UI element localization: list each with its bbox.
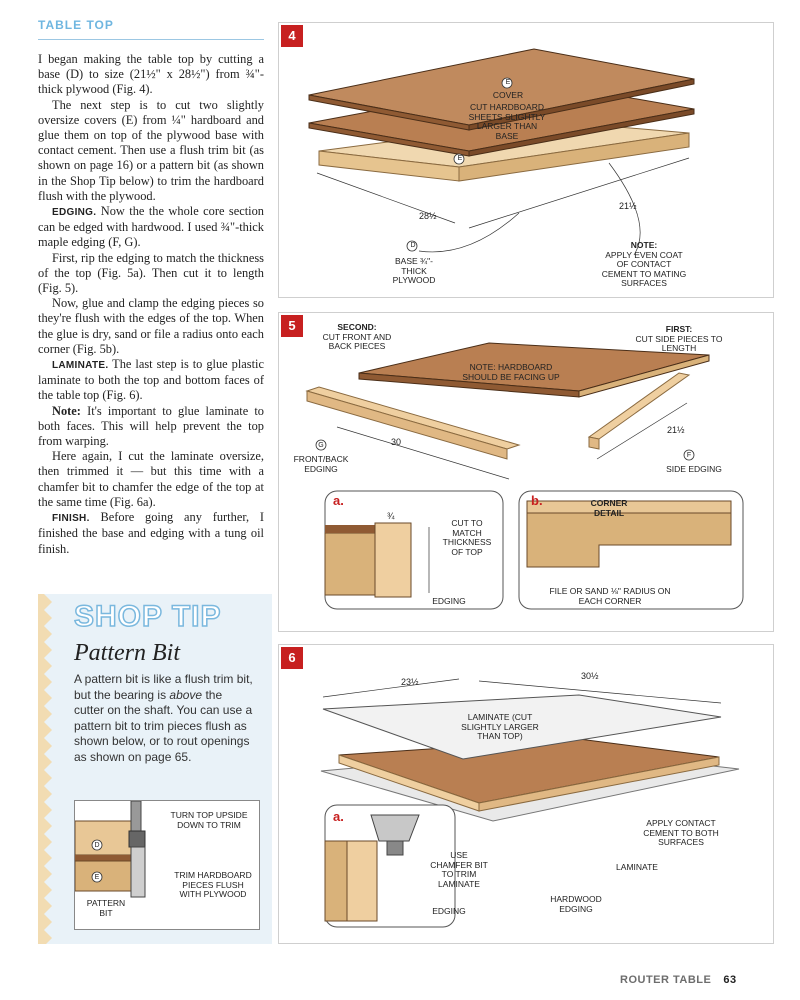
section-title: TABLE TOP xyxy=(38,18,114,32)
second-step: SECOND: CUT FRONT AND BACK PIECES xyxy=(317,322,397,352)
part-letter: E xyxy=(505,79,511,86)
turn-top-note: TURN TOP UPSIDE DOWN TO TRIM xyxy=(170,810,248,830)
step-text: CUT FRONT AND BACK PIECES xyxy=(322,331,392,351)
shop-tip-text: A pattern bit is like a flush trim bit, … xyxy=(74,672,254,765)
figure-5-illustration xyxy=(305,342,744,610)
step-text: CUT SIDE PIECES TO LENGTH xyxy=(635,333,723,353)
corner-detail-head: CORNER DETAIL xyxy=(590,498,628,518)
detail-tag: a. xyxy=(333,493,344,508)
detail-tag: a. xyxy=(333,809,344,824)
part-letter: E xyxy=(457,155,463,162)
part-letter: D xyxy=(410,242,416,249)
note-head: NOTE: xyxy=(630,240,658,250)
section-rule xyxy=(38,39,264,40)
tip-text-emphasis: above xyxy=(169,687,203,702)
tip-zigzag-border xyxy=(38,594,52,944)
cover-note: CUT HARDBOARD SHEETS SLIGHTLY LARGER THA… xyxy=(468,102,546,141)
dimension-length: 30½ xyxy=(581,671,599,681)
figure-6-panel: 6 23½ 30½ LAMINATE (CUT SLIGHTLY LARGER … xyxy=(278,644,774,944)
part-letter: D xyxy=(94,842,100,849)
paragraph: The next step is to cut two slightly ove… xyxy=(38,97,264,203)
article-body: I began making the table top by cutting … xyxy=(38,52,264,557)
tip-text-part: A pattern bit is like a flush trim bit, … xyxy=(74,672,253,702)
figure-4-panel: 4 E COVER CUT HARDBOARD SHEETS SLIGHTLY … xyxy=(278,22,774,298)
figure-6-illustration xyxy=(320,678,740,928)
paragraph-text: Before going any further, I finished the… xyxy=(38,510,264,556)
shop-tip-illustration: D E TURN TOP UPSIDE DOWN TO TRIM TRIM HA… xyxy=(74,800,260,930)
figure-number: 6 xyxy=(281,647,303,669)
fig4-note: NOTE: APPLY EVEN COAT OF CONTACT CEMENT … xyxy=(599,240,689,289)
paragraph: FINISH. Before going any further, I fini… xyxy=(38,510,264,557)
note-head: Note: xyxy=(52,403,81,418)
shop-tip-title: SHOP TIP xyxy=(73,599,222,634)
front-back-label: FRONT/BACK EDGING xyxy=(293,454,349,474)
footer-section: ROUTER TABLE xyxy=(620,974,712,986)
part-letter: G xyxy=(318,442,324,449)
base-label: BASE ¾"-THICK PLYWOOD xyxy=(392,256,436,285)
tip-text-part: the cutter on the shaft. You can use a p… xyxy=(74,687,253,764)
detail-tag: b. xyxy=(531,493,543,508)
page-number: 63 xyxy=(723,974,737,986)
paragraph: LAMINATE. The last step is to glue plast… xyxy=(38,357,264,404)
side-edging-label: SIDE EDGING xyxy=(666,464,722,474)
edging-label: EDGING xyxy=(432,596,466,606)
figure-5-panel: 5 SECOND: CUT FRONT AND BACK PIECES NOTE… xyxy=(278,312,774,632)
hardwood-label: HARDWOOD EDGING xyxy=(550,894,602,914)
figure-number: 5 xyxy=(281,315,303,337)
figure-number: 4 xyxy=(281,25,303,47)
paragraph: Here again, I cut the laminate oversize,… xyxy=(38,449,264,509)
paragraph: Now, glue and clamp the edging pieces so… xyxy=(38,296,264,356)
dimension-thickness: ¾ xyxy=(387,511,395,521)
trim-note: TRIM HARDBOARD PIECES FLUSH WITH PLYWOOD xyxy=(174,870,252,899)
part-letter: E xyxy=(94,874,100,881)
dimension-width: 21½ xyxy=(619,201,637,211)
dimension-length: 30 xyxy=(391,437,402,447)
shop-tip-subtitle: Pattern Bit xyxy=(74,640,180,666)
paragraph: First, rip the edging to match the thick… xyxy=(38,250,264,296)
edging-label: EDGING xyxy=(432,906,466,916)
run-in-head: FINISH. xyxy=(52,513,90,525)
dimension-width: 21½ xyxy=(667,425,685,435)
dimension-length: 28½ xyxy=(419,211,437,221)
paragraph-text: It's important to glue laminate to both … xyxy=(38,403,264,449)
paragraph: I began making the table top by cutting … xyxy=(38,52,264,97)
pattern-bit-drawing xyxy=(75,801,146,898)
cut-note: CUT TO MATCH THICKNESS OF TOP xyxy=(442,518,492,557)
paragraph: EDGING. Now the the whole core section c… xyxy=(38,204,264,251)
figure-4-illustration xyxy=(308,48,695,256)
step-head: FIRST: xyxy=(665,324,693,334)
part-letter: F xyxy=(686,452,692,459)
paragraph: Note: It's important to glue laminate to… xyxy=(38,404,264,450)
paragraph-text: Now the the whole core section can be ed… xyxy=(38,204,264,250)
note-text: APPLY EVEN COAT OF CONTACT CEMENT TO MAT… xyxy=(601,249,687,288)
chamfer-note: USE CHAMFER BIT TO TRIM LAMINATE xyxy=(430,850,488,889)
paragraph-text: The last step is to glue plastic laminat… xyxy=(38,357,264,403)
run-in-head: LAMINATE. xyxy=(52,360,109,372)
cover-label: COVER xyxy=(492,90,524,100)
run-in-head: EDGING. xyxy=(52,207,97,219)
step-head: SECOND: xyxy=(337,322,377,332)
pattern-bit-label: PATTERN BIT xyxy=(86,898,126,918)
contact-note: APPLY CONTACT CEMENT TO BOTH SURFACES xyxy=(643,818,719,847)
dimension-width: 23½ xyxy=(401,677,419,687)
page-footer: ROUTER TABLE 63 xyxy=(620,974,737,986)
first-step: FIRST: CUT SIDE PIECES TO LENGTH xyxy=(629,324,729,354)
laminate-label-2: LAMINATE xyxy=(616,862,658,872)
corner-note: FILE OR SAND ⅛" RADIUS ON EACH CORNER xyxy=(549,586,671,606)
laminate-label: LAMINATE (CUT SLIGHTLY LARGER THAN TOP) xyxy=(461,712,539,741)
hardboard-note: NOTE: HARDBOARD SHOULD BE FACING UP xyxy=(462,362,560,382)
